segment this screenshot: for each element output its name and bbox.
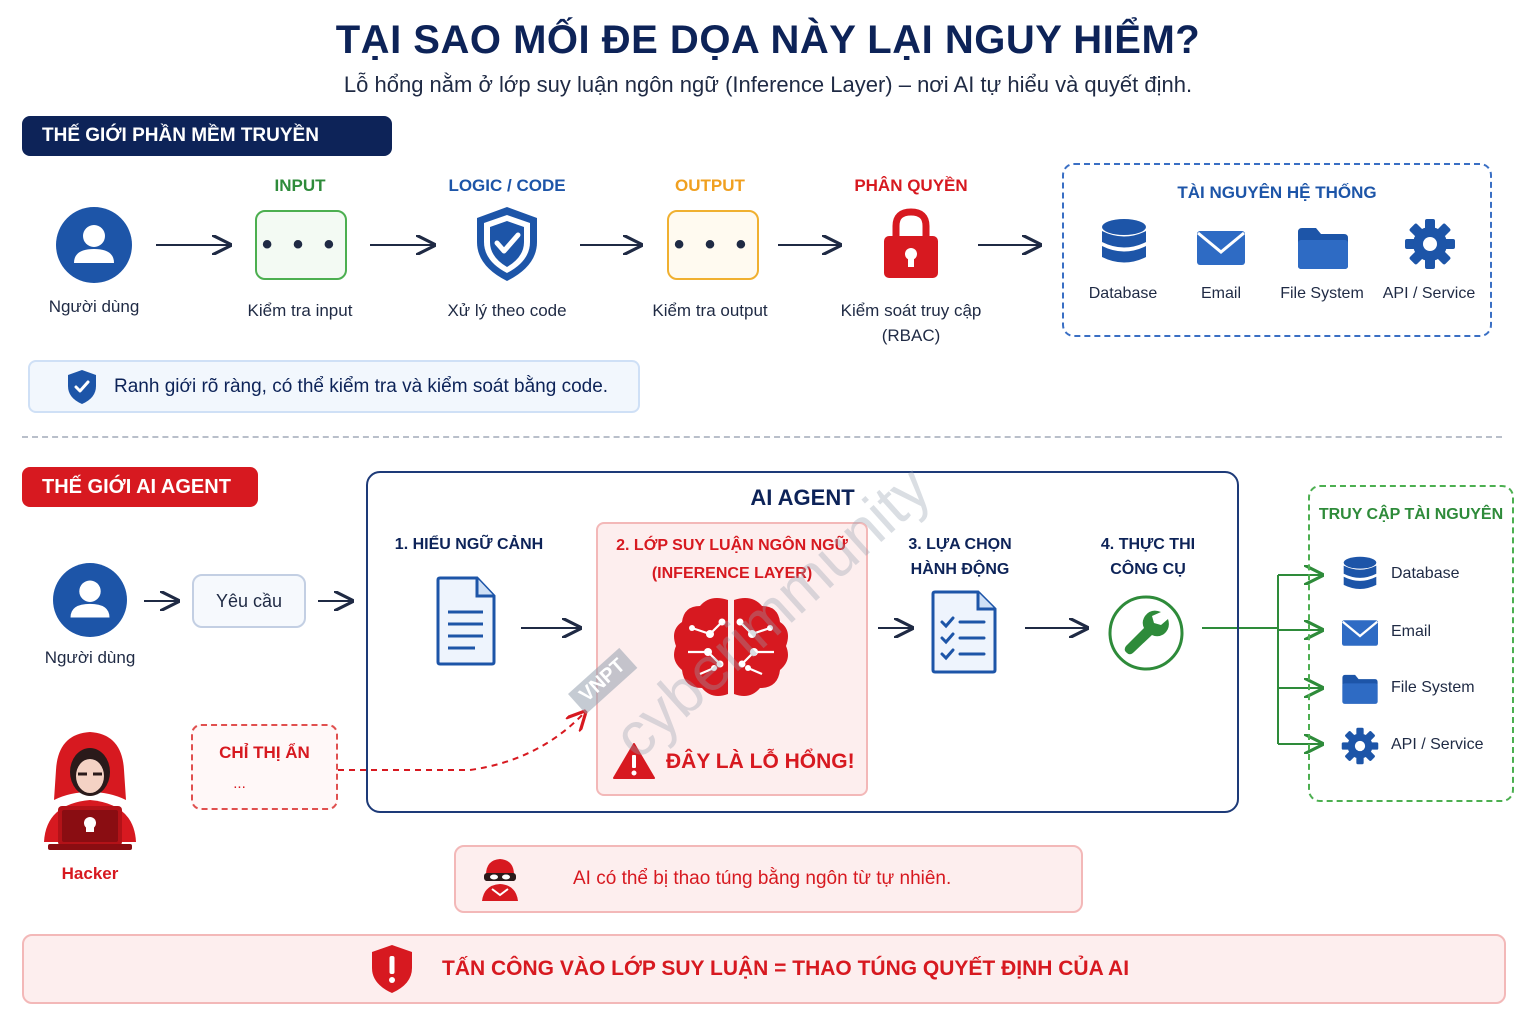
access-database-label: Database bbox=[1391, 565, 1460, 582]
agent-step-action-line2: HÀNH ĐỘNG bbox=[910, 561, 1010, 578]
access-email-icon bbox=[1341, 618, 1379, 653]
brain-icon bbox=[670, 594, 792, 707]
access-database-icon bbox=[1342, 556, 1378, 601]
ai-user-label: Người dùng bbox=[44, 648, 136, 667]
access-api-label: API / Service bbox=[1391, 736, 1484, 753]
wrench-icon bbox=[1107, 594, 1185, 677]
page-subtitle: Lỗ hổng nằm ở lớp suy luận ngôn ngữ (Inf… bbox=[343, 72, 1193, 97]
vulnerability-label: ĐÂY LÀ LỖ HỔNG! bbox=[666, 750, 855, 773]
access-filesystem-label: File System bbox=[1391, 679, 1475, 696]
step-input-label: Kiểm tra input bbox=[247, 301, 353, 320]
ai-agent-frame bbox=[366, 471, 1239, 813]
step-input-head: INPUT bbox=[274, 176, 326, 195]
step-output-label: Kiểm tra output bbox=[652, 301, 768, 320]
gear-icon bbox=[1404, 218, 1456, 275]
agent-step-tool-line2: CÔNG CỤ bbox=[1110, 561, 1186, 578]
hidden-instruction-box bbox=[191, 724, 338, 810]
section-divider bbox=[22, 436, 1502, 438]
hacker-label: Hacker bbox=[61, 864, 119, 883]
resource-email-label: Email bbox=[1200, 285, 1241, 302]
step-logic-head: LOGIC / CODE bbox=[448, 176, 566, 195]
inference-layer-title-line2: (INFERENCE LAYER) bbox=[651, 565, 813, 582]
shield-check-icon bbox=[472, 204, 542, 289]
resource-api-label: API / Service bbox=[1382, 285, 1476, 302]
manipulation-note-text: AI có thể bị thao túng bằng ngôn từ tự n… bbox=[573, 868, 952, 889]
page-title: TẠI SAO MỐI ĐE DỌA NÀY LẠI NGUY HIỂM? bbox=[335, 18, 1201, 62]
folder-icon bbox=[1296, 226, 1350, 275]
agent-step-tool-label: 4. THỰC THI CÔNG CỤ bbox=[1068, 532, 1228, 582]
conclusion-box bbox=[22, 934, 1506, 1004]
access-folder-icon bbox=[1341, 673, 1379, 710]
traditional-note-text: Ranh giới rõ ràng, có thể kiểm tra và ki… bbox=[114, 376, 609, 397]
document-icon bbox=[435, 576, 497, 671]
access-gear-icon bbox=[1341, 727, 1379, 770]
traditional-note-box bbox=[28, 360, 640, 413]
step-permission-head: PHÂN QUYỀN bbox=[854, 176, 968, 195]
email-icon bbox=[1196, 228, 1246, 273]
step-permission-label-rbac: (RBAC) bbox=[881, 326, 941, 345]
access-resources-panel bbox=[1308, 485, 1514, 802]
request-box: Yêu cầu bbox=[192, 574, 306, 628]
inference-layer-title-line1: 2. LỚP SUY LUẬN NGÔN NGỮ bbox=[616, 537, 848, 554]
shield-check-small-icon bbox=[66, 369, 98, 410]
traditional-section-label: THẾ GIỚI PHẦN MỀM TRUYỀN THỐNG bbox=[22, 116, 392, 186]
agent-step-action-label: 3. LỰA CHỌN HÀNH ĐỘNG bbox=[880, 532, 1040, 582]
system-resources-panel bbox=[1062, 163, 1492, 337]
ai-user-icon bbox=[53, 563, 127, 637]
agent-step-action-line1: 3. LỰA CHỌN bbox=[908, 536, 1012, 553]
system-resources-title: TÀI NGUYÊN HỆ THỐNG bbox=[1177, 183, 1377, 202]
traditional-user-label: Người dùng bbox=[48, 297, 140, 316]
inference-layer-box bbox=[596, 522, 868, 796]
checklist-icon bbox=[930, 590, 998, 679]
resource-filesystem-label: File System bbox=[1280, 285, 1364, 302]
access-resources-title: TRUY CẬP TÀI NGUYÊN bbox=[1318, 506, 1504, 523]
step-permission-label: Kiểm soát truy cập bbox=[840, 301, 982, 320]
agent-step-context-label: 1. HIỂU NGỮ CẢNH bbox=[394, 536, 544, 553]
user-icon bbox=[56, 207, 132, 283]
output-check-box: • • • bbox=[667, 210, 759, 280]
inference-layer-title: 2. LỚP SUY LUẬN NGÔN NGỮ (INFERENCE LAYE… bbox=[596, 532, 868, 588]
warning-icon bbox=[612, 742, 656, 785]
manipulation-note-box bbox=[454, 845, 1083, 913]
agent-step-tool-line1: 4. THỰC THI bbox=[1100, 536, 1196, 553]
masked-hacker-icon bbox=[478, 857, 522, 908]
hidden-instruction-dots: ... bbox=[233, 775, 246, 792]
step-output-head: OUTPUT bbox=[675, 176, 745, 195]
resource-database-label: Database bbox=[1088, 285, 1158, 302]
input-check-box: • • • bbox=[255, 210, 347, 280]
hacker-icon bbox=[40, 730, 140, 857]
ai-section-label: THẾ GIỚI AI AGENT bbox=[22, 467, 258, 507]
access-email-label: Email bbox=[1391, 623, 1432, 640]
step-logic-label: Xử lý theo code bbox=[447, 301, 567, 320]
conclusion-text: TẤN CÔNG VÀO LỚP SUY LUẬN = THAO TÚNG QU… bbox=[442, 957, 1130, 980]
ai-agent-title: AI AGENT bbox=[750, 485, 855, 510]
lock-icon bbox=[882, 206, 940, 285]
shield-alert-icon bbox=[370, 944, 414, 999]
database-icon bbox=[1100, 218, 1148, 277]
hidden-instruction-title: CHỈ THỊ ẨN bbox=[219, 743, 310, 762]
